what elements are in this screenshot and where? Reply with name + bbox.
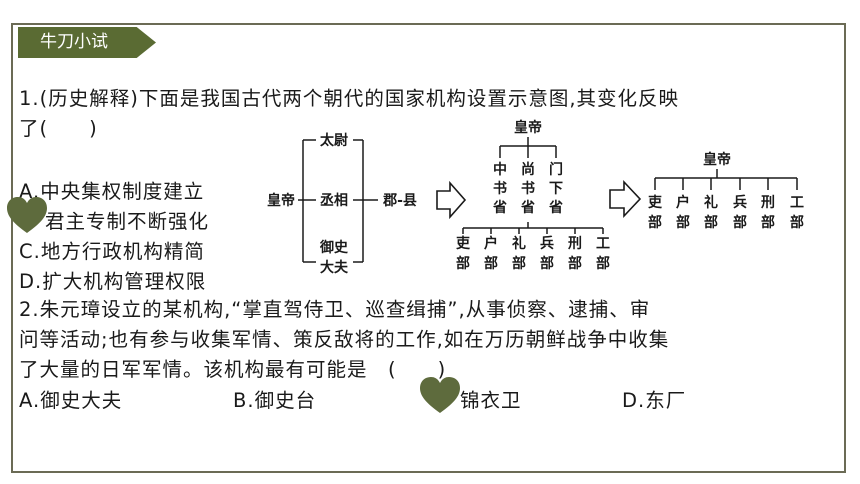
right-ministry-char: 部 <box>648 214 662 231</box>
right-ministry-char: 吏 <box>648 194 663 211</box>
q2-stem-line3: 了大量的日军军情。该机构最有可能是 ( ) <box>19 358 447 381</box>
right-ministry-char: 刑 <box>761 195 775 211</box>
mid-ministry-char: 部 <box>540 255 554 272</box>
mid-ministry-char: 户 <box>484 235 498 252</box>
content-frame <box>11 23 846 473</box>
section-tag: 牛刀小试 <box>18 27 156 58</box>
mid-ministry-char: 部 <box>512 255 526 272</box>
q1-option-d[interactable]: D.扩大机构管理权限 <box>19 270 207 293</box>
mid-province-char: 省 <box>520 199 535 216</box>
q2-stem-line1: 2.朱元璋设立的某机构,“掌直驾侍卫、巡查缉捕”,从事侦察、逮捕、审 <box>19 298 651 321</box>
mid-ministry-char: 工 <box>596 236 610 252</box>
mid-ministry-char: 部 <box>484 255 498 272</box>
mid-province-char: 书 <box>521 180 535 197</box>
mid-ministry-char: 部 <box>596 255 610 272</box>
mid-province-char: 尚 <box>521 161 535 178</box>
right-ministry-char: 户 <box>676 194 690 211</box>
mid-province-char: 中 <box>493 161 507 178</box>
mid-emperor: 皇帝 <box>514 119 542 136</box>
mid-ministry-char: 部 <box>568 255 582 272</box>
heart-icon <box>7 197 47 233</box>
right-ministry-char: 兵 <box>733 194 747 211</box>
q1-stem-line1: 1.(历史解释)下面是我国古代两个朝代的国家机构设置示意图,其变化反映 <box>19 87 680 110</box>
heart-icon <box>420 377 460 413</box>
left-local: 郡-县 <box>382 193 417 209</box>
mid-province-char: 门 <box>549 161 563 178</box>
left-official-chengxiang: 丞相 <box>320 192 348 209</box>
mid-province-char: 下 <box>549 181 563 197</box>
left-official-taiwei: 太尉 <box>320 132 348 149</box>
mid-ministry-char: 兵 <box>540 235 554 252</box>
q1-option-a[interactable]: A.中央集权制度建立 <box>19 180 205 203</box>
right-ministry-char: 工 <box>790 195 804 211</box>
right-ministry-char: 礼 <box>704 194 718 211</box>
right-ministry-char: 部 <box>733 214 747 231</box>
mid-province-char: 书 <box>493 180 507 197</box>
right-ministry-char: 部 <box>790 214 804 231</box>
right-emperor: 皇帝 <box>703 151 731 168</box>
left-official-dafu: 大夫 <box>320 259 349 276</box>
mid-ministry-char: 吏 <box>456 235 471 252</box>
mid-province-char: 省 <box>548 199 563 216</box>
q2-option-a[interactable]: A.御史大夫 <box>19 389 123 412</box>
q1-stem-line2: 了( ) <box>19 117 98 140</box>
q2-option-d[interactable]: D.东厂 <box>622 389 687 412</box>
right-ministry-char: 部 <box>704 214 718 231</box>
institution-diagram: 皇帝 太尉 丞相 御史 大夫 郡-县 皇帝 中 书 省 尚 书 省 门 下 省 … <box>267 119 804 276</box>
q2-stem-line2: 问等活动;也有参与收集军情、策反敌将的工作,如在万历朝鲜战争中收集 <box>19 328 670 351</box>
left-emperor: 皇帝 <box>267 192 295 209</box>
q1-option-c[interactable]: C.地方行政机构精简 <box>19 240 205 263</box>
mid-ministry-char: 部 <box>456 255 470 272</box>
q1-option-b[interactable]: 君主专制不断强化 <box>45 210 210 233</box>
mid-ministry-char: 刑 <box>568 236 582 252</box>
q2-option-c[interactable]: 锦衣卫 <box>460 389 522 412</box>
q2-option-b[interactable]: B.御史台 <box>233 389 317 412</box>
right-ministry-char: 部 <box>761 214 775 231</box>
right-ministry-char: 部 <box>676 214 690 231</box>
mid-ministry-char: 礼 <box>512 235 526 252</box>
mid-province-char: 省 <box>492 199 507 216</box>
left-official-yushi: 御史 <box>319 239 349 256</box>
